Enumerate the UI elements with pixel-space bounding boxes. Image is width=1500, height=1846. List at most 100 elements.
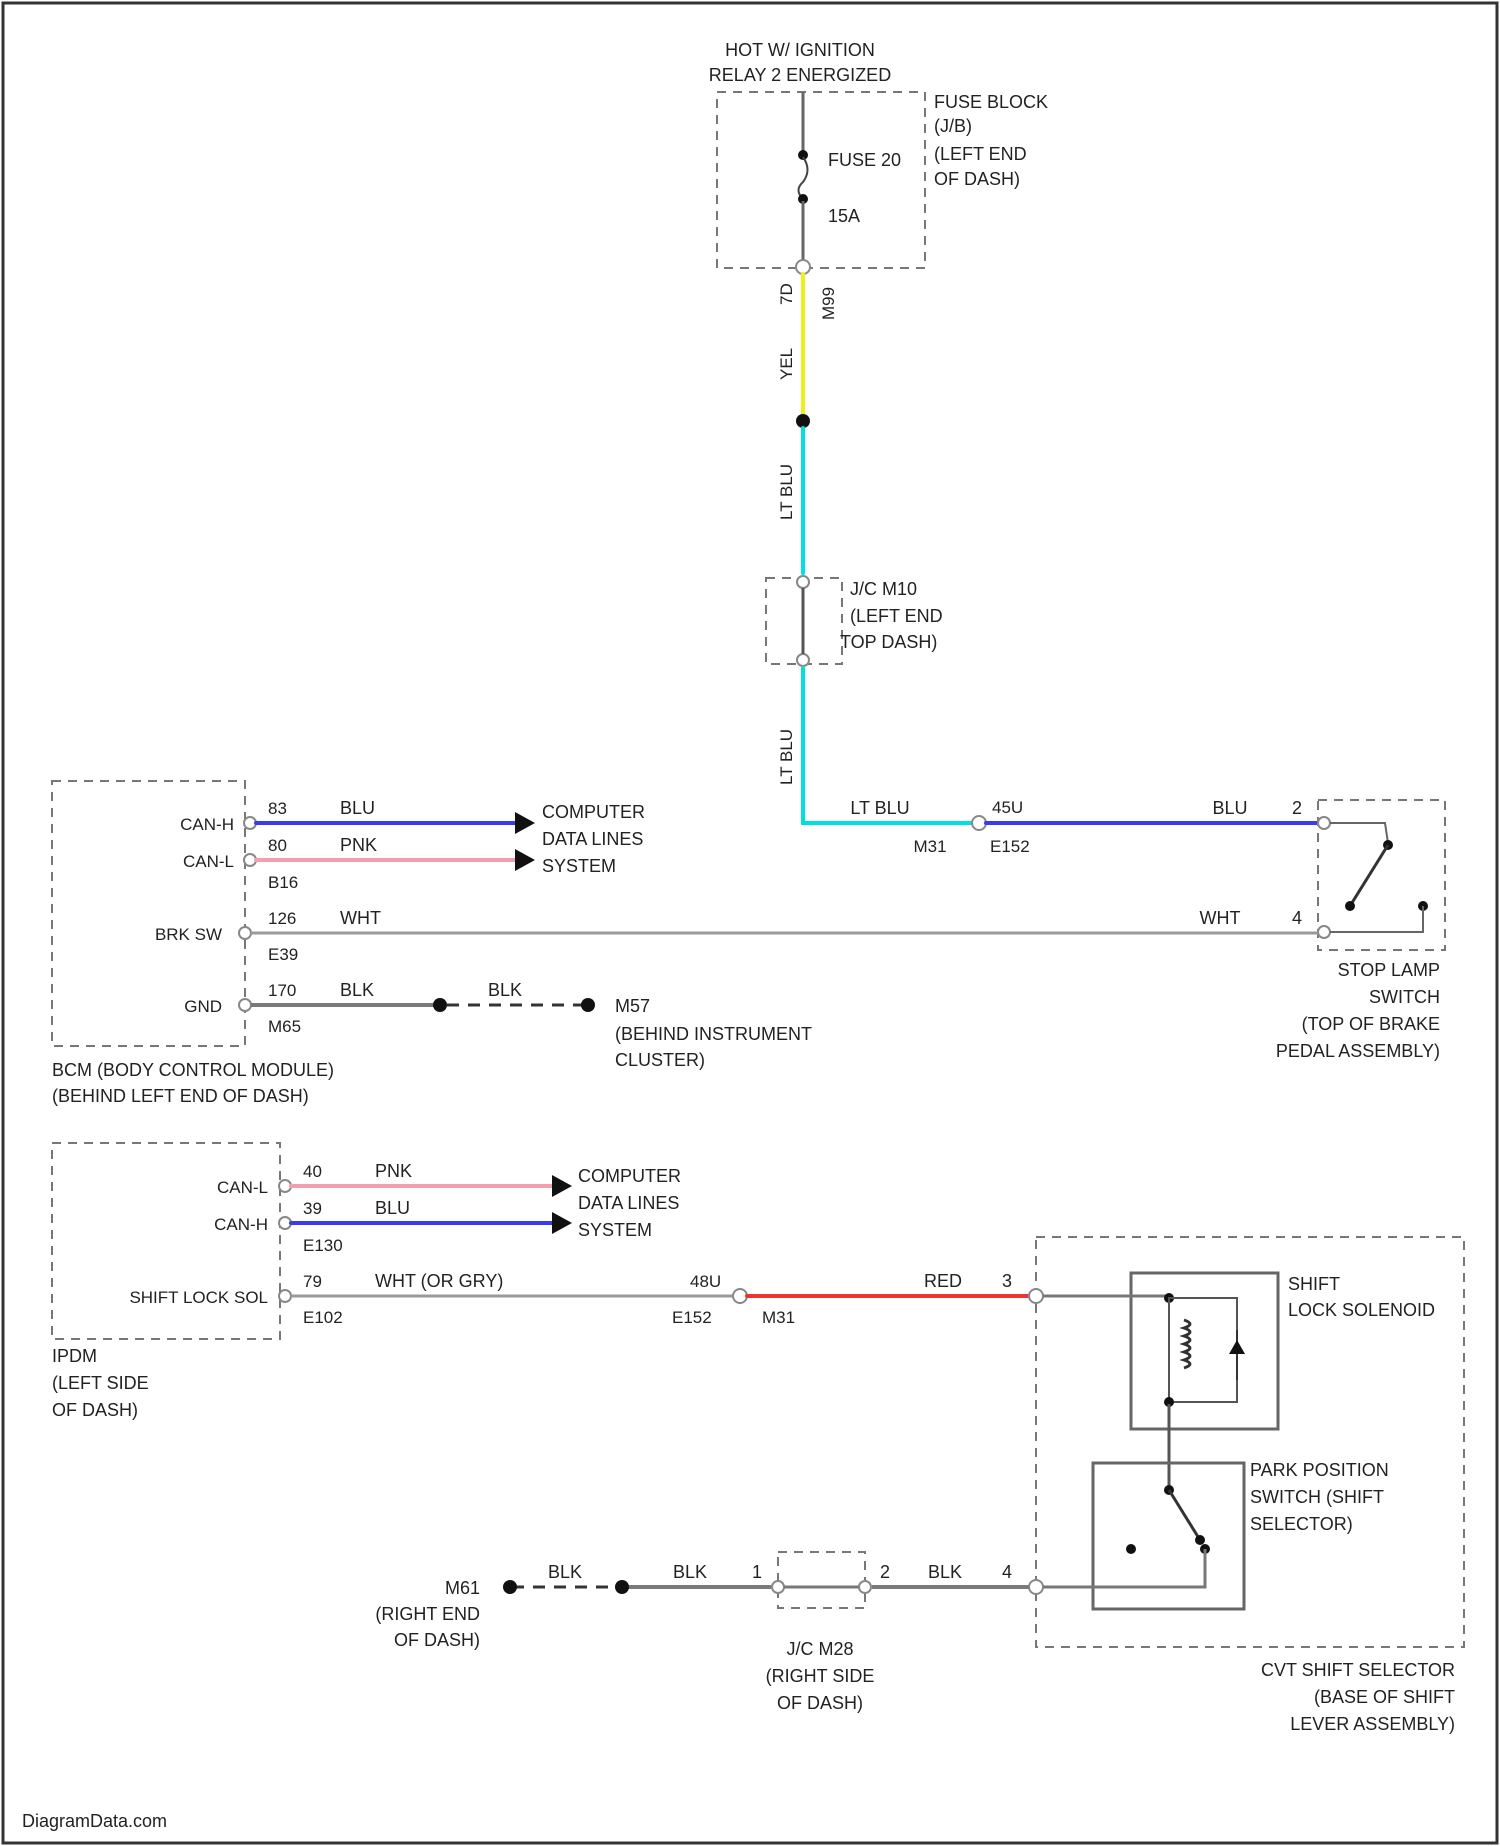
solenoid-label-1: SHIFT [1288, 1274, 1340, 1294]
ipdm-pin-2-terminal [279, 1290, 291, 1302]
ipdm-pin-2-name: SHIFT LOCK SOL [129, 1288, 268, 1307]
inline1-right-pin: 45U [992, 798, 1023, 817]
solenoid-coil-icon [1184, 1320, 1190, 1368]
fuse-name: FUSE 20 [828, 150, 901, 170]
bcm-can-l-wire-label: PNK [340, 835, 377, 855]
solenoid-arrow-icon [1229, 1340, 1245, 1354]
jc-m28-pin-2-label: 2 [880, 1562, 890, 1582]
ground-m61-line1: (RIGHT END [375, 1604, 480, 1624]
watermark: DiagramData.com [22, 1811, 167, 1831]
park-switch-label-3: SELECTOR) [1250, 1514, 1353, 1534]
inline1-left-connector: M31 [913, 837, 946, 856]
stop-lamp-label-2: SWITCH [1369, 987, 1440, 1007]
bcm-pin-0-number: 83 [268, 799, 287, 818]
stop-lamp-contact-top [1330, 823, 1388, 843]
shift-selector-pin-4 [1029, 1580, 1043, 1594]
ground-m61-name: M61 [445, 1578, 480, 1598]
shift-selector-label-1: CVT SHIFT SELECTOR [1261, 1660, 1455, 1680]
inline1-right-connector: E152 [990, 837, 1030, 856]
computer-data-1-line2: DATA LINES [542, 829, 643, 849]
bcm-gnd-wire-label: BLK [340, 980, 374, 1000]
stop-lamp-label-3: (TOP OF BRAKE [1302, 1014, 1440, 1034]
fuse-block-connector [796, 260, 810, 274]
bcm-pin-2-number: 126 [268, 909, 296, 928]
bcm-pin-1-name: CAN-L [183, 852, 234, 871]
bcm-label-1: BCM (BODY CONTROL MODULE) [52, 1060, 334, 1080]
computer-data-2-line3: SYSTEM [578, 1220, 652, 1240]
bcm-label-2: (BEHIND LEFT END OF DASH) [52, 1086, 309, 1106]
jc-m28-pin-1-label: 1 [752, 1562, 762, 1582]
red-wire-label: RED [924, 1271, 962, 1291]
ipdm-pin-1-name: CAN-H [214, 1215, 268, 1234]
jc-m28-label-2: (RIGHT SIDE [766, 1666, 875, 1686]
park-switch-blade [1169, 1490, 1200, 1540]
bcm-pin-2-terminal [239, 927, 251, 939]
fuse-block-label-2: (J/B) [934, 116, 972, 136]
stop-lamp-pin-4 [1318, 926, 1330, 938]
inline2-right-connector: M31 [762, 1308, 795, 1327]
solenoid-label-2: LOCK SOLENOID [1288, 1300, 1435, 1320]
bcm-conn-brk: E39 [268, 945, 298, 964]
ipdm-pin-2-number: 79 [303, 1272, 322, 1291]
jc-m10-label-3: TOP DASH) [840, 632, 937, 652]
fuse-icon [799, 157, 808, 199]
brk-sw-wire-label-right: WHT [1200, 908, 1241, 928]
shift-selector-label-2: (BASE OF SHIFT [1314, 1687, 1455, 1707]
jc-m10-label-2: (LEFT END [850, 606, 943, 626]
ipdm-can-h-arrow [552, 1212, 572, 1234]
ipdm-pin-0-number: 40 [303, 1162, 322, 1181]
computer-data-1-line3: SYSTEM [542, 856, 616, 876]
yel-ltblu-splice [796, 414, 810, 428]
stop-lamp-label-4: PEDAL ASSEMBLY) [1276, 1041, 1440, 1061]
lt-blu-upper-label: LT BLU [777, 464, 796, 520]
jc-m28-label-3: OF DASH) [777, 1693, 863, 1713]
m28-to-selector-label: BLK [928, 1562, 962, 1582]
fuse-block-label-1: FUSE BLOCK [934, 92, 1048, 112]
ipdm-conn-can: E130 [303, 1236, 343, 1255]
bcm-pin-3-terminal [239, 999, 251, 1011]
ground-m61-point [503, 1580, 517, 1594]
jc-m28-pin-1 [772, 1581, 784, 1593]
bcm-pin-3-name: GND [184, 997, 222, 1016]
computer-data-1-line1: COMPUTER [542, 802, 645, 822]
m61-dashed-label: BLK [548, 1562, 582, 1582]
bcm-can-h-arrow [515, 812, 535, 834]
bcm-pin-3-number: 170 [268, 981, 296, 1000]
park-switch-label-2: SWITCH (SHIFT [1250, 1487, 1384, 1507]
ipdm-can-l-wire-label: PNK [375, 1161, 412, 1181]
park-switch-contact-a [1195, 1535, 1205, 1545]
ground-m57-line2: CLUSTER) [615, 1050, 705, 1070]
ipdm-can-l-arrow [552, 1175, 572, 1197]
fuse-rating: 15A [828, 206, 860, 226]
shift-selector-label-3: LEVER ASSEMBLY) [1290, 1714, 1455, 1734]
fuse-pin: 7D [777, 283, 796, 305]
stop-lamp-pin-2 [1318, 817, 1330, 829]
shift-selector-pin-3 [1029, 1289, 1043, 1303]
brk-sw-wire-label-left: WHT [340, 908, 381, 928]
ipdm-pin-1-number: 39 [303, 1199, 322, 1218]
computer-data-2-line2: DATA LINES [578, 1193, 679, 1213]
m61-splice [615, 1580, 629, 1594]
stop-lamp-label-1: STOP LAMP [1338, 960, 1440, 980]
lt-blu-lower-label: LT BLU [777, 729, 796, 785]
stop-lamp-contact-open [1345, 901, 1355, 911]
computer-data-2-line1: COMPUTER [578, 1166, 681, 1186]
shift-selector-pin-4-label: 4 [1002, 1562, 1012, 1582]
fuse-connector: M99 [819, 287, 838, 320]
fuse-block-label-3: (LEFT END [934, 144, 1027, 164]
jc-m10-pin-top [797, 576, 809, 588]
inline-connector-1 [972, 816, 986, 830]
stop-lamp-switch-blade [1350, 845, 1388, 906]
park-switch-contact-b [1126, 1544, 1136, 1554]
stop-lamp-pin-2-label: 2 [1292, 798, 1302, 818]
power-source-line2: RELAY 2 ENERGIZED [709, 65, 891, 85]
bcm-can-h-wire-label: BLU [340, 798, 375, 818]
park-switch-ground-wire [1043, 1549, 1205, 1587]
inline2-pin: 48U [690, 1272, 721, 1291]
bcm-can-l-arrow [515, 849, 535, 871]
fuse-block-box [717, 92, 925, 268]
ipdm-label-2: (LEFT SIDE [52, 1373, 149, 1393]
shift-selector-pin-3-label: 3 [1002, 1271, 1012, 1291]
bcm-conn-gnd: M65 [268, 1017, 301, 1036]
